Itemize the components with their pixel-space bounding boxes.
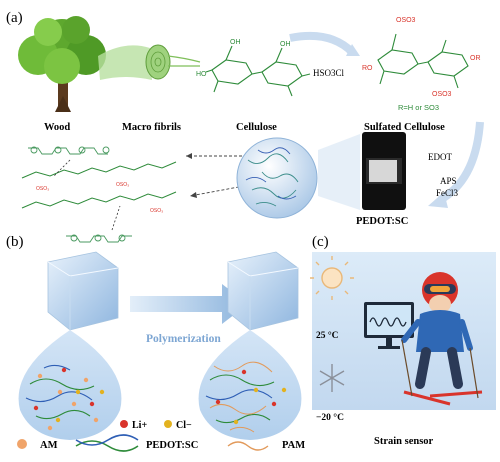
macro-fibril-illustration: [98, 44, 201, 80]
reaction-arrow-polymerization: [437, 121, 484, 204]
polymerization-label: Polymerization: [146, 333, 221, 345]
li-ion-icon: [120, 420, 128, 428]
caption-pedot-sc: PEDOT:SC: [356, 216, 408, 227]
legend-pedot-sc: PEDOT:SC: [146, 440, 198, 451]
sulfated-ro-label: RO: [362, 65, 373, 72]
cl-ion-label: Cl−: [176, 420, 192, 431]
polymerization-arrow: [130, 284, 248, 324]
snowflake-icon: [319, 364, 345, 392]
panel-a-label: (a): [6, 10, 23, 26]
hydrogel-cube-before: [47, 251, 119, 331]
caption-macro-fibrils: Macro fibrils: [122, 122, 181, 133]
sulfate-group-bottom: OSO3: [432, 91, 452, 98]
am-legend-icon: [17, 439, 27, 449]
reagent-hso3cl: HSO3Cl: [313, 68, 345, 78]
svg-text:OSO₃: OSO₃: [36, 186, 49, 192]
caption-strain-sensor: Strain sensor: [374, 436, 434, 447]
caption-cellulose: Cellulose: [236, 122, 277, 133]
cellulose-structure: [205, 45, 311, 97]
droplet-polymer-network: [198, 330, 302, 440]
temp-warm: 25 °C: [316, 330, 339, 341]
pedot-sc-sphere: [236, 137, 318, 219]
pedot-legend-icon-green: [75, 440, 139, 452]
legend-am: AM: [40, 440, 58, 451]
cl-ion-icon: [164, 420, 172, 428]
dashed-arrow-lower: [189, 185, 245, 197]
reagent-edot: EDOT: [428, 152, 452, 162]
r-definition: R=H or SO3: [398, 103, 439, 112]
sulfate-group-top: OSO3: [396, 17, 416, 24]
pedot-sc-chain-structure: OSO₃ OSO₃ OSO₃: [21, 146, 177, 243]
reagent-fecl3: FeCl3: [436, 188, 459, 198]
hydrogel-cube-after: [227, 251, 299, 331]
cellulose-ho-label: HO: [196, 71, 207, 78]
pam-legend-icon: [227, 441, 269, 451]
projection-beam: [318, 134, 360, 210]
svg-text:OSO₃: OSO₃: [116, 182, 129, 188]
monitor-icon: [364, 302, 414, 349]
droplet-monomers: [18, 330, 122, 440]
reaction-arrow-sulfation: [289, 31, 355, 55]
sulfated-cellulose-structure: [377, 33, 469, 89]
tree-illustration: [18, 16, 106, 112]
legend-pam: PAM: [282, 440, 305, 451]
skier-illustration: [401, 272, 483, 406]
cellulose-oh-label: OH: [230, 39, 241, 46]
caption-wood: Wood: [44, 122, 70, 133]
panel-b-label: (b): [6, 234, 24, 250]
temp-cold: −20 °C: [316, 412, 344, 423]
sulfated-or-label: OR: [470, 55, 481, 62]
sun-icon: [310, 256, 354, 300]
svg-text:OSO₃: OSO₃: [150, 208, 163, 214]
panel-c-label: (c): [312, 234, 329, 250]
li-ion-label: Li+: [132, 420, 147, 431]
reagent-aps: APS: [440, 176, 457, 186]
pedot-legend-icon-blue: [75, 434, 139, 446]
cellulose-oh-label-2: OH: [280, 41, 291, 48]
pedot-sc-vial: [362, 132, 406, 210]
caption-sulfated-cellulose: Sulfated Cellulose: [364, 122, 445, 133]
